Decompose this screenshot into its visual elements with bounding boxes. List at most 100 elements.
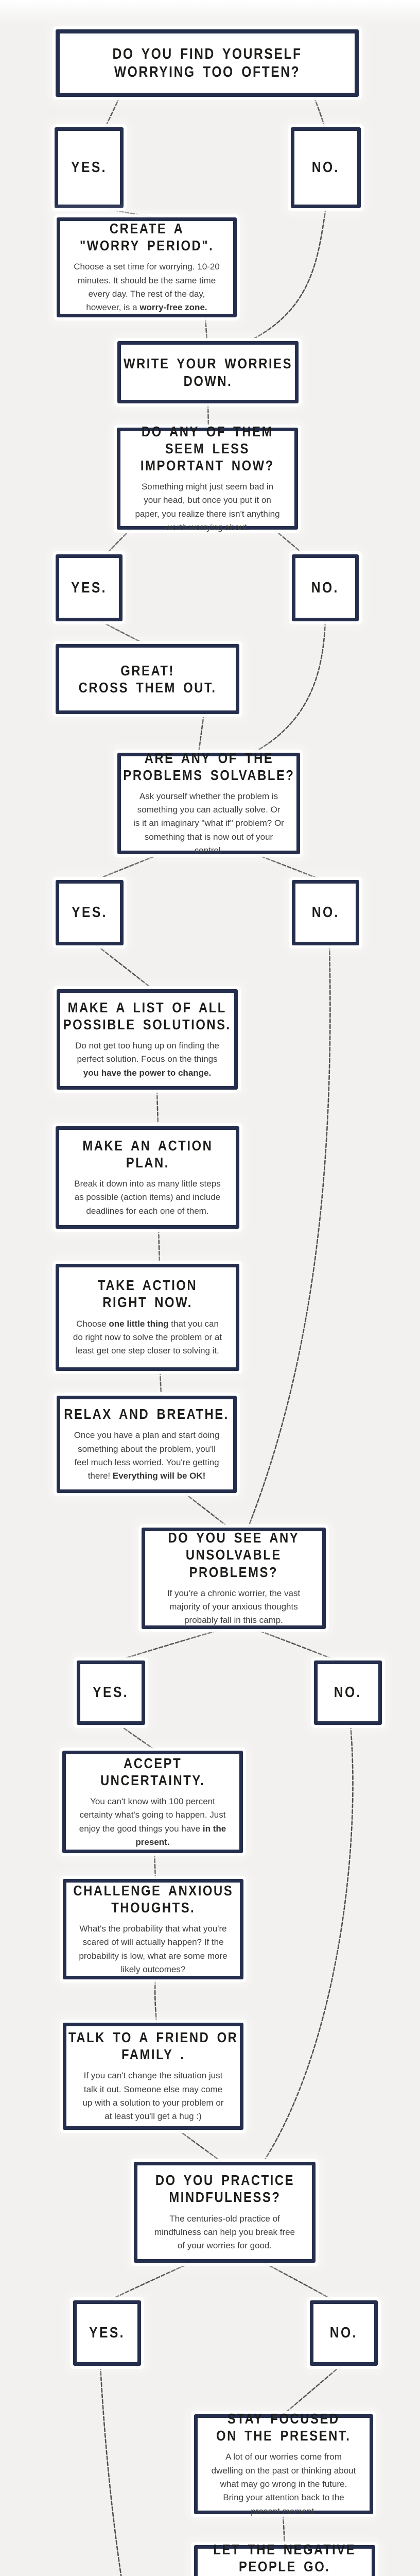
heading-line: ACCEPT	[123, 1755, 182, 1771]
description-text: What's the probability that what you're …	[79, 1923, 227, 1974]
description-bold-text: one little thing	[109, 1318, 169, 1329]
heading-line: FAMILY .	[121, 2046, 185, 2063]
description-bold-text: in the present.	[135, 1823, 226, 1847]
node-heading: GREAT!CROSS THEM OUT.	[66, 662, 229, 696]
connector-q3-yes3	[95, 853, 161, 881]
connector-relax-q4	[183, 1492, 230, 1529]
connector-challenge-talk	[154, 1978, 157, 2024]
node-description: If you're a chronic worrier, the vast ma…	[145, 1587, 322, 1628]
connector-take-relax	[159, 1370, 162, 1397]
flow-node-no5: NO.	[310, 2300, 378, 2366]
connector-cross-q3	[198, 713, 205, 754]
heading-line: ARE ANY OF THE	[144, 750, 273, 766]
connector-yes3-solutions	[96, 944, 154, 990]
description-text: Once you have a plan and start doing som…	[74, 1430, 220, 1481]
connector-yes2-cross	[100, 620, 146, 645]
description-bold-text: you have the power to change.	[83, 1067, 212, 1078]
node-description: Something might just seem bad in your he…	[120, 480, 294, 534]
heading-line: POSSIBLE SOLUTIONS.	[63, 1016, 231, 1032]
heading-line: "WORRY PERIOD".	[79, 238, 214, 254]
connector-yes1-worry	[102, 207, 154, 218]
node-heading: NO.	[309, 904, 342, 921]
connector-q1-no1	[313, 96, 326, 128]
heading-line: DO YOU SEE ANY	[168, 1530, 300, 1546]
node-heading: NO.	[309, 579, 342, 597]
heading-line: YES.	[72, 904, 108, 921]
connector-talk-q5	[177, 2129, 222, 2163]
connector-action-take	[157, 1228, 161, 1265]
connector-q5-no5	[263, 2262, 335, 2301]
connector-q3-no3	[255, 853, 323, 881]
heading-line: NO.	[334, 1684, 362, 1701]
description-text: You can't know with 100 percent certaint…	[79, 1796, 226, 1834]
heading-line: DOWN.	[183, 372, 233, 389]
heading-line: RELAX AND BREATHE.	[64, 1406, 230, 1422]
connector-q2-yes2	[105, 529, 131, 555]
heading-line: PROBLEMS SOLVABLE?	[122, 767, 295, 783]
node-heading: YES.	[68, 579, 110, 597]
flow-node-yes2: YES.	[56, 554, 122, 621]
description-text: Choose	[76, 1318, 109, 1329]
heading-line: TAKE ACTION	[97, 1277, 198, 1294]
connector-yes5-done	[99, 2365, 122, 2576]
connector-q4-yes4	[117, 1628, 223, 1662]
heading-line: YES.	[89, 2325, 125, 2342]
connector-no5-present	[283, 2365, 342, 2415]
heading-line: CREATE A	[109, 221, 184, 237]
heading-line: DO YOU PRACTICE	[155, 2172, 294, 2189]
flow-node-yes5: YES.	[73, 2300, 141, 2366]
node-heading: NO.	[331, 1684, 364, 1701]
connector-q5-yes5	[108, 2262, 191, 2301]
description-text: Something might just seem bad in your he…	[135, 481, 280, 532]
heading-line: UNSOLVABLE	[186, 1547, 282, 1563]
node-heading: YES.	[90, 1684, 132, 1701]
node-description: A lot of our worries come from dwelling …	[198, 2450, 370, 2518]
description-text: The centuries-old practice of mindfulnes…	[154, 2213, 295, 2251]
flow-node-no2: NO.	[292, 554, 359, 621]
node-description: Do not get too hung up on finding the pe…	[60, 1039, 234, 1080]
description-text: Ask yourself whether the problem is some…	[133, 791, 284, 856]
node-heading: RELAX AND BREATHE.	[49, 1405, 243, 1422]
flow-node-no3: NO.	[292, 880, 359, 945]
flow-node-no4: NO.	[314, 1660, 382, 1725]
heading-line: YES.	[71, 579, 107, 596]
heading-line: NO.	[311, 159, 340, 176]
node-description: The centuries-old practice of mindfulnes…	[137, 2212, 312, 2253]
connector-solutions-action	[156, 1089, 159, 1127]
heading-line: RIGHT NOW.	[102, 1294, 192, 1311]
description-text: If you're a chronic worrier, the vast ma…	[167, 1588, 301, 1625]
heading-line: NO.	[311, 579, 340, 596]
heading-line: NO.	[311, 904, 340, 921]
heading-line: ON THE PRESENT.	[216, 2428, 351, 2444]
node-heading: NO.	[327, 2324, 360, 2342]
connector-uncertainty-challenge	[153, 1852, 156, 1880]
heading-line: NO.	[329, 2325, 358, 2342]
description-text: Choose a set time for worrying. 10-20 mi…	[74, 262, 220, 313]
node-description: Choose a set time for worrying. 10-20 mi…	[60, 260, 233, 314]
node-description: Ask yourself whether the problem is some…	[121, 790, 296, 858]
flow-node-no1: NO.	[291, 127, 361, 208]
description-text: If you can't change the situation just t…	[82, 2071, 224, 2122]
description-text: Break it down into as many little steps …	[74, 1179, 221, 1216]
node-heading: NO.	[309, 159, 342, 176]
